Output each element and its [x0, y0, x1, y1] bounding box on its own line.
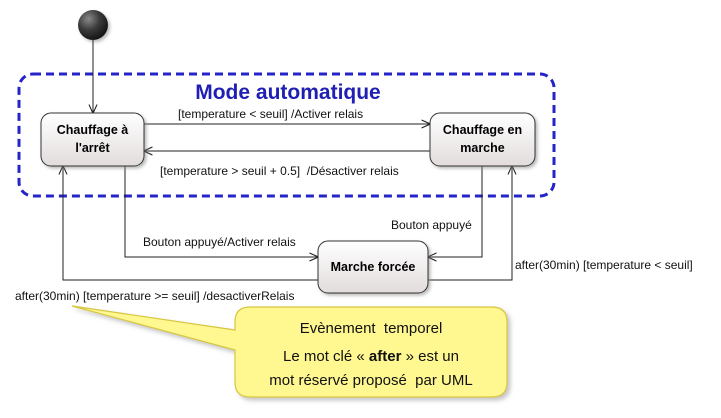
- callout-note-keyword: after: [369, 348, 402, 365]
- state-marche-forcee: Marche forcée: [317, 240, 429, 294]
- transition-on-to-forced-arrow: [428, 166, 483, 257]
- initial-state-dot: [78, 10, 108, 40]
- transition-off-to-forced-label: Bouton appuyé/Activer relais: [143, 235, 296, 249]
- state-chauffage-arret-line1: Chauffage à: [57, 123, 129, 137]
- callout-note-prefix: Le mot clé «: [283, 348, 369, 365]
- composite-state-frame: [17, 72, 556, 198]
- transition-off-to-forced-arrow: [124, 166, 318, 257]
- state-chauffage-marche-line1: Chauffage en: [443, 123, 522, 137]
- callout-note-line1: Le mot clé « after » est un: [283, 348, 459, 365]
- state-marche-forcee-label: Marche forcée: [331, 260, 416, 274]
- state-chauffage-marche: Chauffage en marche: [429, 112, 536, 167]
- transition-forced-to-on-arrow: [428, 166, 512, 281]
- transition-forced-to-on-label: after(30min) [temperature < seuil]: [515, 258, 693, 272]
- state-chauffage-marche-line2: marche: [460, 141, 505, 155]
- state-chauffage-arret-line2: l'arrêt: [75, 141, 110, 155]
- transition-on-to-forced-label: Bouton appuyé: [391, 218, 472, 232]
- callout-note-suffix: » est un: [401, 348, 459, 365]
- transition-on-to-off-label: [temperature > seuil + 0.5] /Désactiver …: [160, 164, 399, 178]
- callout-note-title: Evènement temporel: [300, 320, 443, 337]
- transition-forced-to-off-label: after(30min) [temperature >= seuil] /des…: [15, 289, 294, 303]
- composite-state-title: Mode automatique: [195, 81, 381, 104]
- transition-forced-to-off-arrow: [63, 166, 318, 281]
- transition-off-to-on-label: [temperature < seuil] /Activer relais: [178, 107, 363, 121]
- callout-note-line2: mot réservé proposé par UML: [269, 372, 472, 389]
- callout-note: [71, 305, 508, 398]
- state-chauffage-arret: Chauffage à l'arrêt: [40, 112, 145, 167]
